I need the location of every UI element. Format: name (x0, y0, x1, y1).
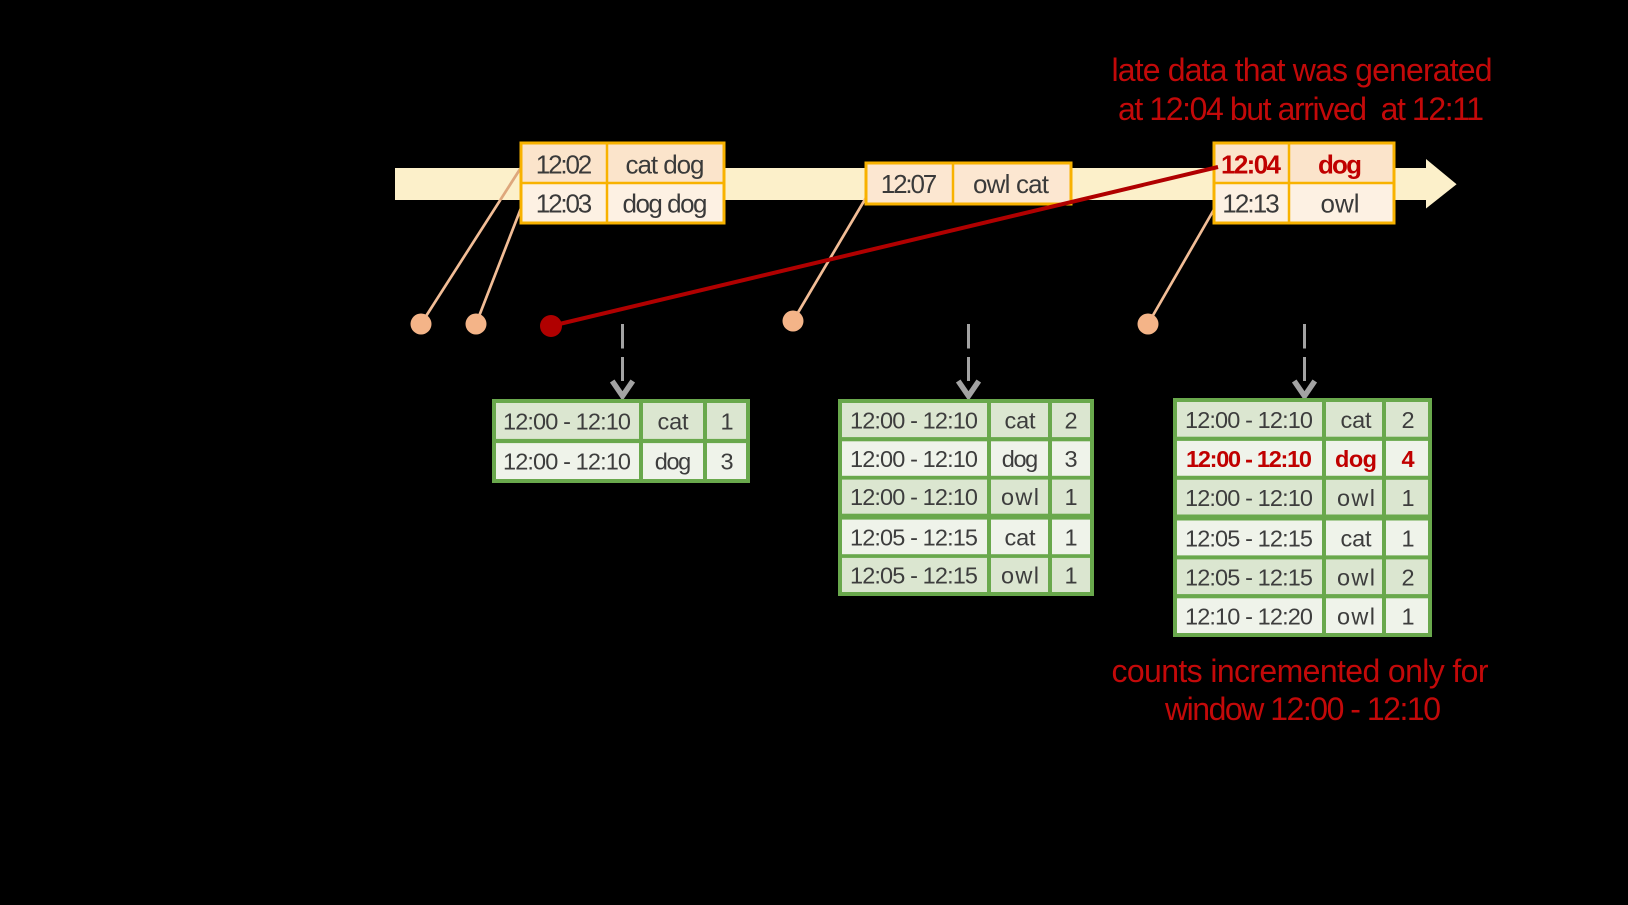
svg-text:12:10 - 12:20: 12:10 - 12:20 (1185, 603, 1313, 629)
svg-text:4: 4 (1401, 446, 1414, 472)
svg-text:12:13: 12:13 (1222, 189, 1280, 219)
svg-text:owl: owl (1321, 189, 1360, 219)
svg-text:cat: cat (1005, 408, 1036, 434)
svg-text:2: 2 (1064, 408, 1077, 434)
svg-text:window 12:00 - 12:10: window 12:00 - 12:10 (1164, 691, 1441, 727)
svg-text:dog: dog (1335, 446, 1377, 472)
svg-text:1: 1 (720, 409, 733, 435)
svg-text:3: 3 (1064, 446, 1077, 472)
svg-text:3: 3 (720, 449, 733, 475)
svg-text:12:00 - 12:10: 12:00 - 12:10 (850, 484, 978, 510)
svg-text:12:02: 12:02 (536, 150, 593, 180)
svg-text:2: 2 (1401, 564, 1414, 590)
svg-text:12:00 - 12:10: 12:00 - 12:10 (850, 408, 978, 434)
svg-text:12:05 - 12:15: 12:05 - 12:15 (1185, 564, 1313, 590)
svg-text:12:00 - 12:10: 12:00 - 12:10 (1185, 485, 1313, 511)
svg-text:cat: cat (1341, 526, 1372, 552)
svg-text:1: 1 (1064, 484, 1077, 510)
svg-text:12:05 - 12:15: 12:05 - 12:15 (850, 524, 978, 550)
svg-text:dog: dog (1002, 446, 1039, 472)
svg-text:1: 1 (1401, 485, 1414, 511)
svg-text:12:03: 12:03 (536, 189, 593, 219)
svg-text:12:05 - 12:15: 12:05 - 12:15 (1185, 526, 1313, 552)
svg-text:1: 1 (1401, 603, 1414, 629)
svg-text:owl: owl (1001, 484, 1039, 510)
svg-text:cat dog: cat dog (626, 150, 705, 180)
svg-text:cat: cat (658, 409, 689, 435)
svg-text:dog dog: dog dog (623, 189, 708, 219)
svg-text:2: 2 (1401, 407, 1414, 433)
svg-text:12:05 - 12:15: 12:05 - 12:15 (850, 563, 978, 589)
svg-text:cat: cat (1005, 524, 1036, 550)
svg-text:owl: owl (1337, 485, 1375, 511)
svg-text:12:00 - 12:10: 12:00 - 12:10 (1186, 446, 1312, 472)
svg-text:12:00 - 12:10: 12:00 - 12:10 (503, 449, 631, 475)
svg-text:at 12:04 but arrived at 12:11: at 12:04 but arrived at 12:11 (1118, 91, 1484, 127)
svg-text:cat: cat (1341, 407, 1372, 433)
svg-text:12:04: 12:04 (1221, 150, 1282, 180)
svg-text:owl: owl (1337, 603, 1375, 629)
svg-text:late data that was generated: late data that was generated (1112, 52, 1493, 88)
svg-text:owl: owl (1001, 563, 1039, 589)
svg-text:12:00 - 12:10: 12:00 - 12:10 (503, 409, 631, 435)
svg-text:owl cat: owl cat (973, 169, 1050, 199)
svg-text:12:00 - 12:10: 12:00 - 12:10 (850, 446, 978, 472)
svg-text:owl: owl (1337, 564, 1375, 590)
svg-text:counts incremented only for: counts incremented only for (1112, 653, 1489, 689)
svg-text:1: 1 (1064, 524, 1077, 550)
svg-text:1: 1 (1401, 526, 1414, 552)
svg-text:12:00 - 12:10: 12:00 - 12:10 (1185, 407, 1313, 433)
svg-text:1: 1 (1064, 563, 1077, 589)
svg-text:dog: dog (655, 449, 692, 475)
svg-text:dog: dog (1318, 150, 1362, 180)
svg-text:12:07: 12:07 (881, 169, 938, 199)
